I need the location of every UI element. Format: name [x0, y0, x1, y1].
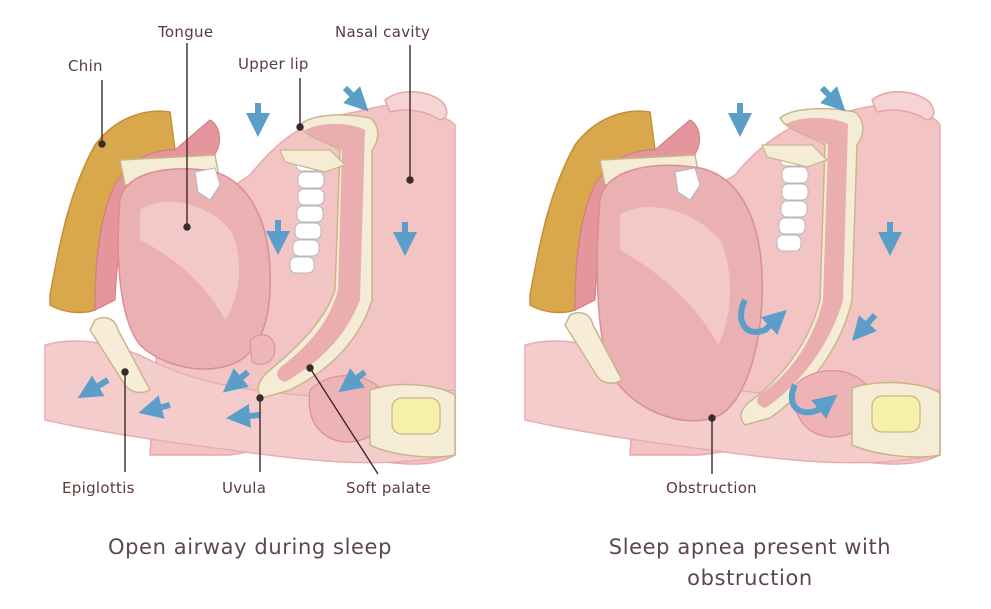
caption-sleep-apnea-line2: obstruction: [687, 566, 813, 590]
nostril-rim: [871, 91, 935, 121]
upper-incisor: [279, 149, 347, 173]
label-chin: Chin: [68, 57, 103, 75]
blocked-airflow-arrow: [738, 298, 787, 335]
airflow-arrow: [226, 403, 261, 428]
lower-tooth: [194, 167, 221, 201]
label-uvula: Uvula: [222, 479, 267, 497]
palate-soft-layer: [757, 118, 848, 408]
label-tongue: Tongue: [158, 23, 214, 41]
airflow-arrow: [338, 368, 367, 393]
airflow-arrow: [852, 313, 878, 341]
airflow-arrow: [138, 395, 171, 419]
soft-palate-lobe: [249, 334, 276, 365]
epiglottis-shape: [564, 312, 623, 384]
leader-lines: [98, 43, 716, 475]
vertebra-body: [391, 397, 441, 435]
label-soft-palate: Soft palate: [346, 479, 431, 497]
airflow-arrow: [342, 85, 369, 112]
airflow-arrow: [77, 375, 110, 399]
tongue-highlight: [140, 201, 240, 320]
airflow-arrow: [222, 368, 250, 393]
open-airway-illustration: [44, 85, 456, 465]
label-epiglottis: Epiglottis: [62, 479, 135, 497]
palate-soft-layer: [277, 124, 365, 382]
airflow-arrows: [728, 85, 902, 419]
caption-open-airway: Open airway during sleep: [107, 535, 393, 559]
epiglottis-shape: [89, 317, 152, 394]
leader-line-soft-palate: [309, 367, 379, 475]
label-obstruction: Obstruction: [666, 479, 757, 497]
tongue-highlight: [620, 207, 730, 345]
vertebra-body: [871, 395, 921, 433]
upper-incisor: [761, 144, 829, 168]
airflow-arrow: [819, 85, 846, 112]
apnea-illustration: [524, 85, 941, 465]
label-upper-lip: Upper lip: [238, 55, 309, 73]
blocked-airflow-arrow: [788, 383, 838, 419]
airflow-arrows: [77, 85, 417, 428]
caption-sleep-apnea-line1: Sleep apnea present with: [608, 535, 892, 559]
label-nasal-cavity: Nasal cavity: [335, 23, 431, 41]
lower-tooth: [674, 167, 701, 201]
